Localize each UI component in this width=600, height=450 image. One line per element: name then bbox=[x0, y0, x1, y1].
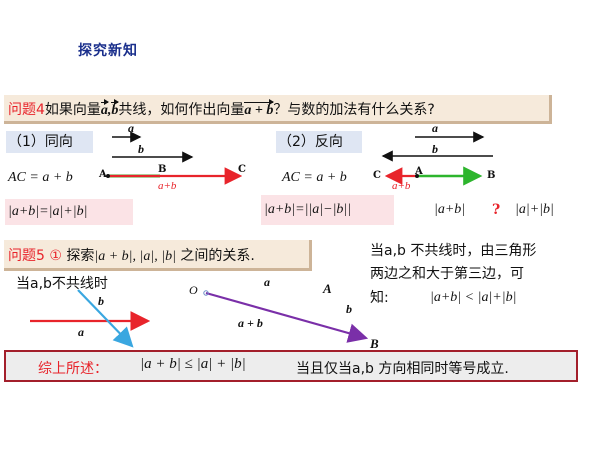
noncollinear-diagram bbox=[30, 289, 369, 348]
case1-vec-a-label: a bbox=[128, 121, 134, 135]
case2-title: （2）反向 bbox=[276, 131, 362, 153]
case2-point-b: B bbox=[487, 170, 496, 181]
summary-bar bbox=[4, 350, 578, 382]
case2-sum-label: a+b bbox=[392, 180, 411, 192]
q4-text3: ？与数的加法有什么关系? bbox=[273, 102, 435, 118]
q4-text1: 如果向量 bbox=[44, 102, 101, 118]
case1-title: （1）同向 bbox=[6, 131, 93, 153]
noncollinear-point-o: O bbox=[189, 283, 198, 297]
noncollinear-point-b: B bbox=[370, 336, 379, 351]
case1-modulus: |a+b|=|a|+|b| bbox=[5, 199, 133, 225]
case1-diagram bbox=[106, 131, 243, 185]
noncollinear-purple-arrow bbox=[205, 291, 369, 343]
case1-point-c: C bbox=[238, 164, 246, 175]
question-5-items: |a + b|, |a|, |b| bbox=[94, 249, 176, 264]
case2-diagram bbox=[381, 131, 493, 186]
case1-sum-label: a+b bbox=[158, 180, 177, 192]
question-4-bar bbox=[4, 95, 552, 124]
noncollinear-vec-a-label: a bbox=[78, 325, 84, 339]
case2-question-mark: ? bbox=[492, 202, 501, 218]
case2-point-c: C bbox=[373, 170, 381, 181]
noncollinear-vec-b-label: b bbox=[98, 294, 104, 308]
case1-equation: AC = a + b bbox=[8, 170, 73, 185]
question-5-label: 问题5 bbox=[8, 248, 45, 264]
case1-point-a-dot bbox=[106, 174, 110, 178]
noncollinear-inequality: |a+b| < |a|+|b| bbox=[430, 290, 517, 305]
q4-vec-b: b bbox=[111, 99, 120, 118]
question-5-bar bbox=[4, 240, 312, 271]
noncollinear-left-label: 当a,b不共线时 bbox=[16, 276, 108, 292]
case2-vec-a-label: a bbox=[432, 121, 438, 135]
case2-equation: AC = a + b bbox=[282, 170, 347, 185]
case2-modulus: |a+b|=||a|−|b|| bbox=[261, 195, 394, 225]
noncollinear-explanation-3: 知: bbox=[370, 290, 389, 306]
question-5-circle: ① bbox=[49, 248, 62, 264]
noncollinear-explanation-1: 当a,b 不共线时，由三角形 bbox=[370, 243, 537, 259]
question-5-tail: 之间的关系. bbox=[180, 248, 255, 264]
case1-vec-b-label: b bbox=[138, 142, 144, 156]
case2-question-lhs: |a+b| bbox=[434, 202, 466, 217]
case2-point-a-dot bbox=[415, 174, 419, 178]
noncollinear-sum: a + b bbox=[238, 316, 263, 330]
noncollinear-point-a: A bbox=[323, 281, 332, 296]
noncollinear-o-dot bbox=[203, 290, 209, 296]
question-5-text: 问题5 ① 探索|a + b|, |a|, |b| 之间的关系. bbox=[8, 245, 255, 265]
summary-text: 当且仅当a,b 方向相同时等号成立. bbox=[296, 361, 509, 377]
q4-vec-a: a bbox=[100, 99, 109, 118]
case1-point-a: A bbox=[99, 169, 107, 180]
question-4-label: 问题4 bbox=[8, 102, 45, 118]
question-5-prefix: 探索 bbox=[66, 248, 95, 264]
case2-point-a: A bbox=[415, 166, 423, 177]
case2-question-rhs: |a|+|b| bbox=[515, 202, 554, 217]
noncollinear-explanation-2: 两边之和大于第三边，可 bbox=[370, 266, 524, 282]
noncollinear-blue-arrow bbox=[77, 289, 134, 348]
case1-point-b: B bbox=[158, 164, 167, 175]
q4-text2: 共线，如何作出向量 bbox=[118, 102, 245, 118]
noncollinear-vec-a2: a bbox=[264, 275, 270, 289]
case2-vec-b-label: b bbox=[432, 142, 438, 156]
q4-sum: a + b bbox=[244, 99, 275, 118]
question-4-text: 问题4如果向量a,b共线，如何作出向量a + b？与数的加法有什么关系? bbox=[8, 99, 435, 119]
noncollinear-vec-b2: b bbox=[346, 302, 352, 316]
summary-formula: |a + b| ≤ |a| + |b| bbox=[140, 356, 246, 372]
summary-label: 综上所述： bbox=[38, 361, 108, 377]
q4-comma: , bbox=[107, 103, 112, 118]
page-title: 探究新知 bbox=[78, 43, 138, 59]
